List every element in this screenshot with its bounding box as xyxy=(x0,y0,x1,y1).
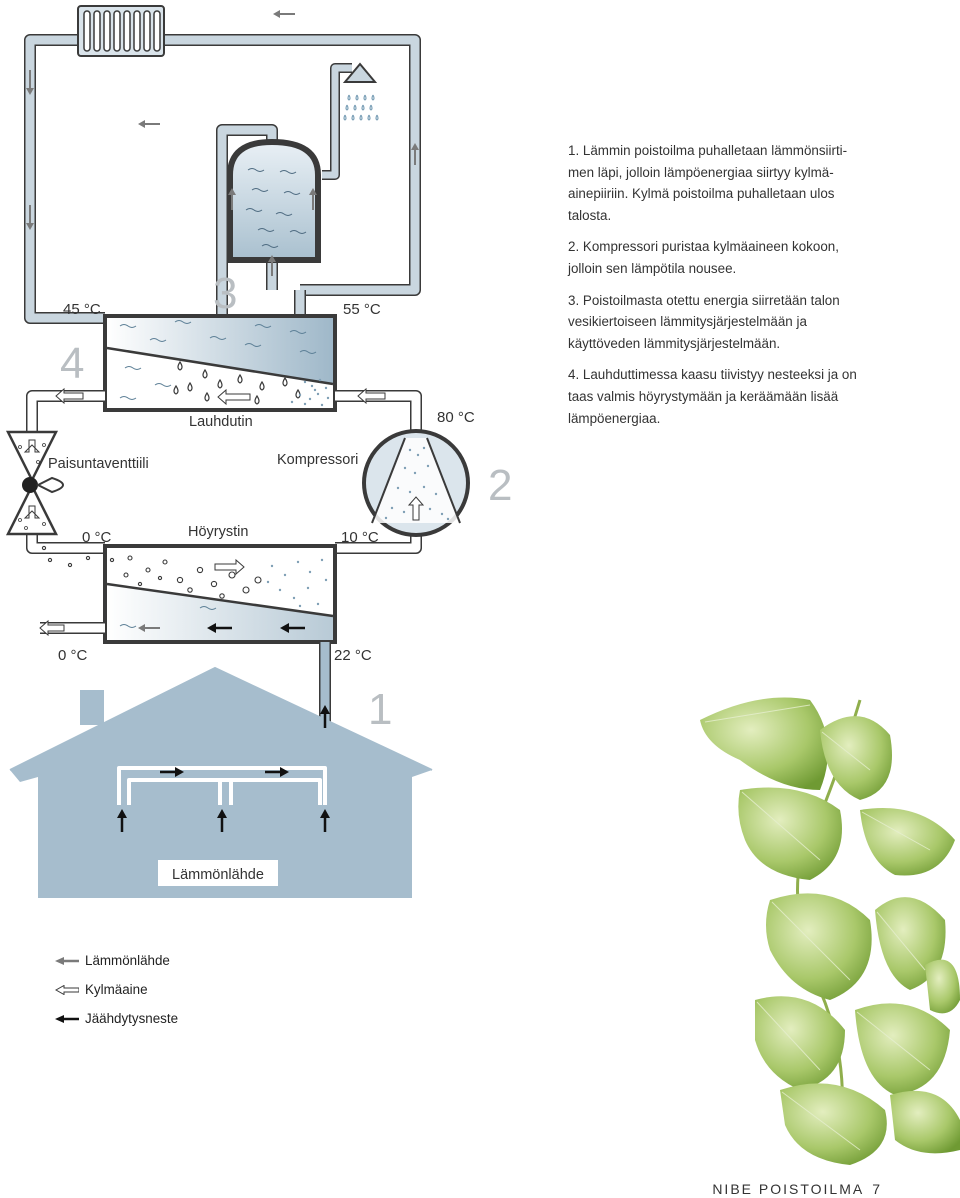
page-number: 7 xyxy=(872,1181,882,1197)
step-number-4: 4 xyxy=(60,339,84,388)
house xyxy=(9,666,433,898)
temp-55-label: 55 °C xyxy=(343,301,381,318)
hot-water-tank xyxy=(227,138,321,263)
legend-item-coolant: Jäähdytysneste xyxy=(55,1004,178,1033)
compressor xyxy=(362,429,470,537)
step-number-2: 2 xyxy=(488,461,512,510)
expansion-valve-label: Paisuntaventtiili xyxy=(48,456,149,472)
radiator xyxy=(77,5,165,57)
outline-arrow-icon xyxy=(55,984,79,995)
temp-80-label: 80 °C xyxy=(437,409,475,426)
condenser xyxy=(103,314,337,412)
temp-0-exhaust-label: 0 °C xyxy=(58,647,88,664)
compressor-label: Kompressori xyxy=(277,452,358,468)
step-number-1: 1 xyxy=(368,685,392,734)
process-steps-list: 1. Lämmin poistoilma puhalletaan lämmöns… xyxy=(568,140,858,439)
legend-item-heat-source: Lämmönlähde xyxy=(55,946,178,975)
process-step: 4. Lauhduttimessa kaasu tiivistyy nestee… xyxy=(568,367,857,426)
expansion-valve xyxy=(5,430,64,536)
page-footer: NIBE POISTOILMA 7 xyxy=(712,1181,882,1197)
temp-45-label: 45 °C xyxy=(63,301,101,318)
process-step: 2. Kompressori puristaa kylmäaineen koko… xyxy=(568,239,839,276)
process-step: 1. Lämmin poistoilma puhalletaan lämmöns… xyxy=(568,143,848,223)
grey-arrow-icon xyxy=(55,956,79,965)
legend: Lämmönlähde Kylmäaine Jäähdytysneste xyxy=(55,946,178,1033)
footer-brand: NIBE POISTOILMA xyxy=(712,1181,865,1197)
temp-22-label: 22 °C xyxy=(334,647,372,664)
heat-source-box-label: Lämmönlähde xyxy=(172,867,264,883)
temp-10-label: 10 °C xyxy=(341,529,379,546)
temp-0-evaporator-label: 0 °C xyxy=(82,529,112,546)
ivy-leaves-image xyxy=(700,697,960,1165)
condenser-label: Lauhdutin xyxy=(189,414,253,430)
process-step: 3. Poistoilmasta otettu energia siirretä… xyxy=(568,292,840,351)
step-number-3: 3 xyxy=(213,269,237,318)
black-arrow-icon xyxy=(55,1014,79,1023)
evaporator-label: Höyrystin xyxy=(188,524,248,540)
shower-head-icon xyxy=(342,62,379,121)
evaporator xyxy=(39,544,337,760)
legend-item-refrigerant: Kylmäaine xyxy=(55,975,178,1004)
